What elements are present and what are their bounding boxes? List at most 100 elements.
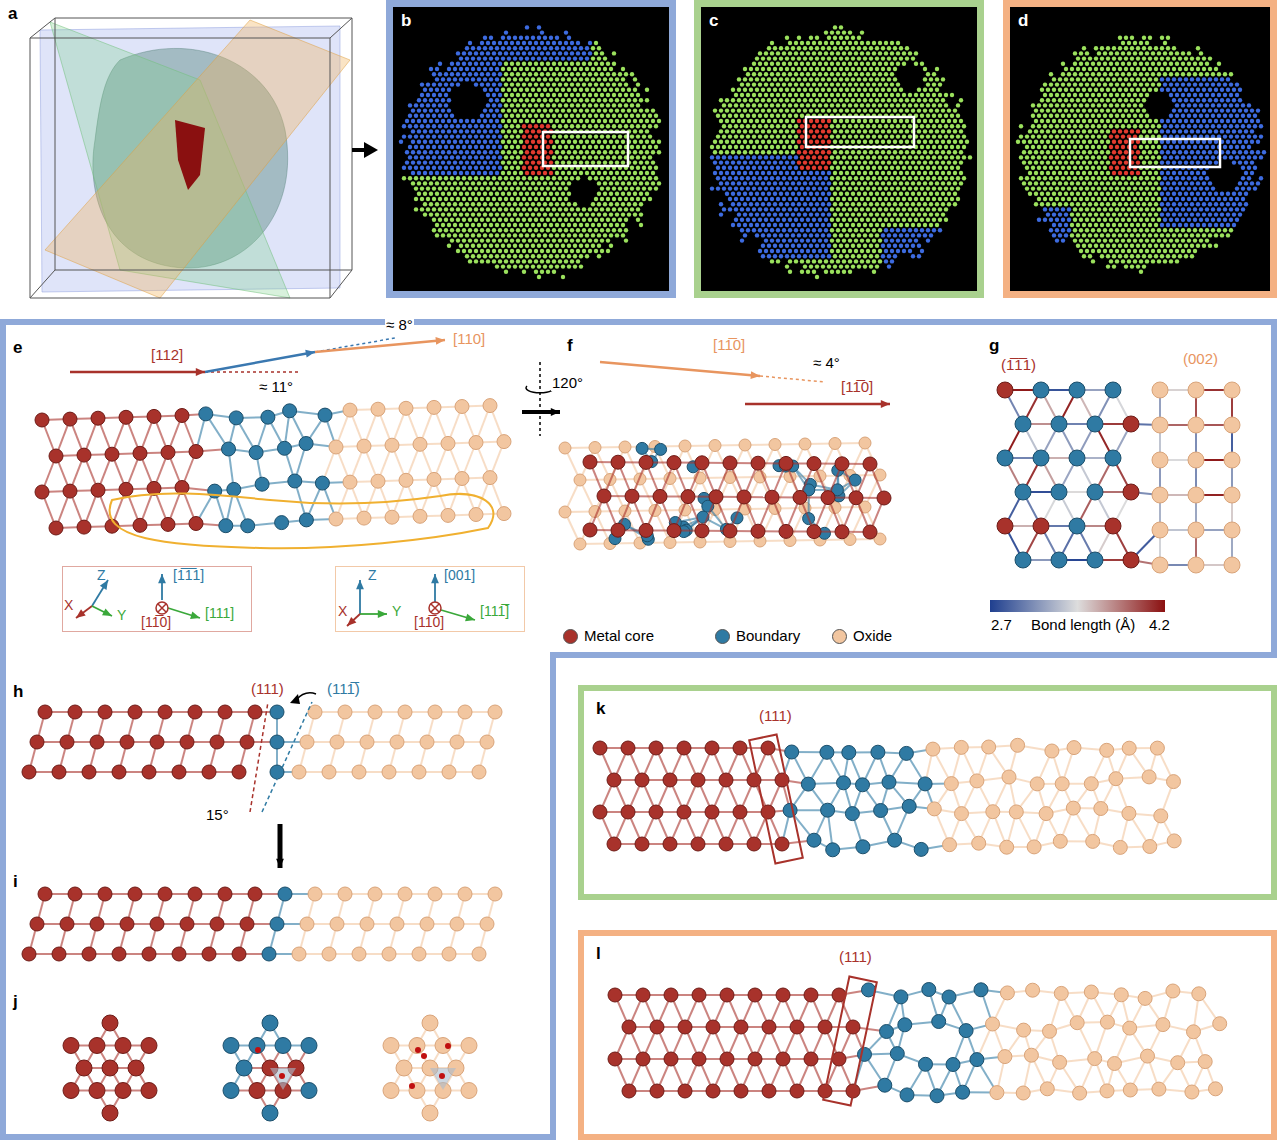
atom: [859, 437, 871, 449]
atom-dot: [525, 77, 529, 81]
atom-dot: [507, 36, 511, 40]
atom-dot: [588, 82, 592, 86]
atom: [918, 777, 932, 791]
atom: [997, 382, 1013, 398]
atom-dot: [528, 82, 532, 86]
atom: [1100, 1015, 1114, 1029]
panel-frame: b: [386, 0, 676, 298]
arrow-head: [305, 350, 315, 358]
atom: [769, 439, 781, 451]
atom-dot: [594, 93, 598, 97]
atom: [1053, 1055, 1067, 1069]
atom-dot: [609, 88, 613, 92]
atom: [734, 1084, 748, 1098]
atom-dot: [456, 62, 460, 66]
plane-box: [823, 976, 877, 1105]
atom: [807, 833, 821, 847]
atom: [719, 773, 733, 787]
atom-dot: [438, 93, 442, 97]
atom: [76, 1060, 92, 1076]
atom: [664, 988, 678, 1002]
lattice: [35, 399, 511, 535]
atom-dot: [537, 25, 541, 29]
atom-dot: [492, 41, 496, 45]
atom: [382, 947, 396, 961]
atom: [102, 1060, 118, 1076]
atom: [240, 735, 254, 749]
atom: [458, 887, 472, 901]
atom-dot: [534, 51, 538, 55]
atom: [461, 1083, 477, 1099]
atom-dot: [540, 82, 544, 86]
atom: [1152, 417, 1168, 433]
arrow-head: [190, 612, 200, 619]
atom: [68, 887, 82, 901]
atom-dot: [540, 51, 544, 55]
atom: [932, 1015, 946, 1029]
direction-arrow: [250, 702, 268, 812]
atom: [469, 436, 483, 450]
atom-dot: [459, 67, 463, 71]
out-of-plane-symbol: [156, 602, 168, 614]
atom: [748, 1052, 762, 1066]
atom: [188, 887, 202, 901]
atom-dot: [429, 67, 433, 71]
atom-dot: [594, 72, 598, 76]
atom: [172, 947, 186, 961]
arrow-head: [356, 580, 364, 589]
atom-dot: [444, 72, 448, 76]
atom-dot: [555, 36, 559, 40]
atom: [650, 1084, 664, 1098]
atom: [288, 474, 302, 488]
atom-dot: [504, 62, 508, 66]
direction-arrow: [262, 702, 312, 812]
atom: [68, 705, 82, 719]
atom-dot: [585, 67, 589, 71]
atom: [413, 437, 427, 451]
atom-dot: [435, 67, 439, 71]
atom: [899, 746, 913, 760]
atom: [622, 1020, 636, 1034]
atom-dot: [474, 82, 478, 86]
atom: [427, 472, 441, 486]
atom: [150, 735, 164, 749]
atom: [762, 1084, 776, 1098]
atom: [986, 1017, 1000, 1031]
atom: [300, 917, 314, 931]
atom: [804, 1052, 818, 1066]
atom: [318, 408, 332, 422]
atom: [926, 742, 940, 756]
atom: [1188, 382, 1204, 398]
atom: [119, 482, 133, 496]
atom-dot: [600, 93, 604, 97]
atom: [636, 1052, 650, 1066]
atom: [1000, 986, 1014, 1000]
atom: [1152, 1082, 1166, 1096]
atom-dot: [462, 72, 466, 76]
atom-dot: [486, 51, 490, 55]
atom: [343, 475, 357, 489]
atom-dot: [513, 46, 517, 50]
atom: [709, 440, 721, 452]
rotation-arrow: [526, 386, 554, 393]
atom-dot: [522, 82, 526, 86]
atom-dot: [546, 62, 550, 66]
atom: [315, 476, 329, 490]
atom-dot: [459, 56, 463, 60]
direction-arrow: [600, 362, 760, 376]
atom: [1045, 744, 1059, 758]
atom: [1224, 452, 1240, 468]
atom-dot: [570, 62, 574, 66]
atom-dot: [645, 88, 649, 92]
atom: [790, 1020, 804, 1034]
atom-dot: [591, 67, 595, 71]
atom: [301, 1083, 317, 1099]
atom-dot: [492, 51, 496, 55]
atom: [1142, 770, 1156, 784]
atom-dot: [516, 62, 520, 66]
flow-arrow: [352, 142, 378, 158]
atom: [639, 455, 653, 469]
atom-dot: [570, 93, 574, 97]
atom: [427, 400, 441, 414]
atom: [1141, 1049, 1155, 1063]
